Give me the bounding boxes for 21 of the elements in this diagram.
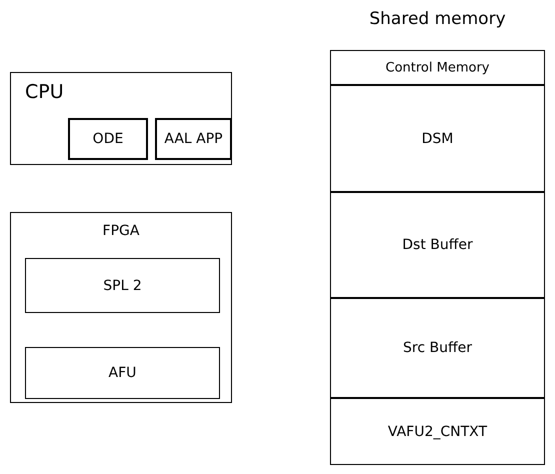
box-heading: FPGA (102, 223, 140, 239)
box-label: SPL 2 (103, 278, 142, 294)
box-label: AAL APP (164, 131, 223, 147)
box-label: VAFU2_CNTXT (388, 424, 488, 440)
cpu-box (10, 72, 232, 165)
box-label: DSM (422, 130, 454, 146)
memory-region (330, 298, 545, 398)
box-heading: CPU (25, 81, 64, 103)
memory-region (330, 85, 545, 192)
fpga-box (10, 212, 232, 403)
box-label: ODE (92, 131, 124, 147)
process-box (68, 118, 148, 160)
process-box (25, 347, 220, 399)
box-label: Dst Buffer (402, 237, 473, 253)
box-label: Control Memory (386, 60, 490, 75)
process-box (155, 118, 232, 160)
memory-region (330, 192, 545, 298)
box-heading: Shared memory (369, 9, 506, 29)
process-box (25, 258, 220, 313)
box-label: AFU (108, 365, 136, 381)
box-label: Src Buffer (403, 340, 472, 356)
